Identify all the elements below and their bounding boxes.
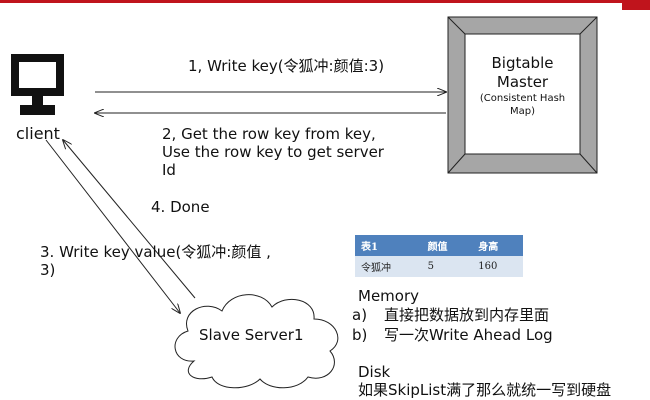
table-header-cell: 表1 xyxy=(355,235,422,256)
table-header-row: 表1 颜值 身高 xyxy=(355,235,523,256)
master-label: Bigtable Master (Consistent Hash Map) xyxy=(465,54,580,118)
bigtable-master-box xyxy=(447,16,598,174)
step2-line2: Use the row key to get server xyxy=(162,143,384,161)
data-table: 表1 颜值 身高 令狐冲 5 160 xyxy=(355,235,523,277)
table-cell: 160 xyxy=(472,256,523,277)
memory-item-a-marker: a) xyxy=(352,306,368,324)
step2-line1: 2, Get the row key from key, xyxy=(162,125,376,143)
master-title-line1: Bigtable xyxy=(491,54,554,72)
master-title-line2: Master xyxy=(496,73,549,91)
disk-title: Disk xyxy=(358,363,391,381)
slave-server-label: Slave Server1 xyxy=(199,326,304,344)
memory-item-b: 写一次Write Ahead Log xyxy=(384,326,553,344)
table-row: 令狐冲 5 160 xyxy=(355,256,523,277)
step1-label: 1, Write key(令狐冲:颜值:3) xyxy=(188,57,385,75)
step2-label: 2, Get the row key from key, Use the row… xyxy=(162,125,384,179)
step3-line2: 3) xyxy=(40,261,56,279)
disk-text: 如果SkipList满了那么就统一写到硬盘 xyxy=(358,381,612,399)
memory-title: Memory xyxy=(358,287,420,305)
client-label: client xyxy=(16,124,60,143)
step3-label: 3. Write key value(令狐冲:颜值 , 3) xyxy=(40,243,271,279)
top-accent-bar xyxy=(0,0,650,3)
slave-server-cloud xyxy=(174,294,339,389)
step2-line3: Id xyxy=(162,161,176,179)
master-subtitle-line2: Map) xyxy=(509,106,535,117)
client-monitor-icon xyxy=(11,54,64,115)
table-cell: 5 xyxy=(421,256,473,277)
memory-item-b-marker: b) xyxy=(352,326,368,344)
arrow-write-to-slave xyxy=(45,139,180,313)
master-subtitle-line1: (Consistent Hash xyxy=(479,93,566,104)
corner-logo xyxy=(622,0,650,10)
step4-label: 4. Done xyxy=(151,198,210,216)
table-header-cell: 颜值 xyxy=(421,235,473,256)
table-header-cell: 身高 xyxy=(472,235,523,256)
arrow-done xyxy=(63,140,196,299)
memory-item-a: 直接把数据放到内存里面 xyxy=(384,306,550,324)
table-cell: 令狐冲 xyxy=(355,256,422,277)
step3-line1: 3. Write key value(令狐冲:颜值 , xyxy=(40,243,271,261)
